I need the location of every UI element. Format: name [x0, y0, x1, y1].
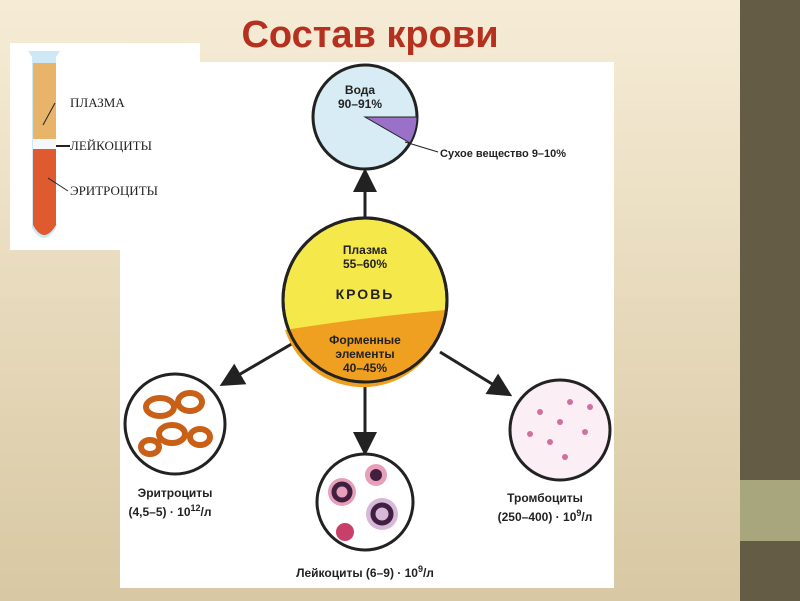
- erythrocytes-circle: [123, 372, 227, 476]
- leukocytes-circle: [315, 452, 415, 552]
- erythrocytes-label: Эритроциты: [138, 486, 213, 500]
- tube-plasma: [33, 63, 56, 139]
- formed-value: 40–45%: [343, 361, 387, 375]
- tube-label-leukocytes: ЛЕЙКОЦИТЫ: [70, 138, 152, 153]
- formed-label-1: Форменные: [329, 333, 401, 347]
- blood-label: КРОВЬ: [336, 286, 395, 302]
- tube-label-erythrocytes: ЭРИТРОЦИТЫ: [70, 183, 158, 198]
- platelets-count: (250–400) · 109/л: [498, 508, 593, 524]
- water-pie: Вода 90–91%: [311, 63, 419, 171]
- plasma-label: Плазма: [343, 243, 387, 257]
- water-value: 90–91%: [338, 97, 382, 111]
- test-tube-image: ПЛАЗМА ЛЕЙКОЦИТЫ ЭРИТРОЦИТЫ: [10, 43, 200, 250]
- tube-erythrocytes: [33, 149, 56, 235]
- blood-pie: Плазма 55–60% КРОВЬ Форменные элементы 4…: [281, 216, 449, 388]
- tube-label-plasma: ПЛАЗМА: [70, 95, 125, 110]
- blood-composition-diagram: Вода 90–91% Сухое вещество 9–10% Плазма …: [120, 62, 614, 588]
- platelets-circle: [508, 378, 612, 482]
- plasma-value: 55–60%: [343, 257, 387, 271]
- formed-label-2: элементы: [335, 347, 394, 361]
- tube-leukocytes: [33, 139, 56, 149]
- leukocytes-count: Лейкоциты (6–9) · 109/л: [296, 564, 434, 580]
- platelets-label: Тромбоциты: [507, 491, 583, 505]
- side-decoration-band: [740, 480, 800, 541]
- erythrocytes-count: (4,5–5) · 1012/л: [128, 503, 211, 519]
- slide-title: Состав крови: [241, 14, 499, 56]
- dry-matter-label: Сухое вещество 9–10%: [440, 148, 566, 160]
- water-label: Вода: [345, 83, 375, 97]
